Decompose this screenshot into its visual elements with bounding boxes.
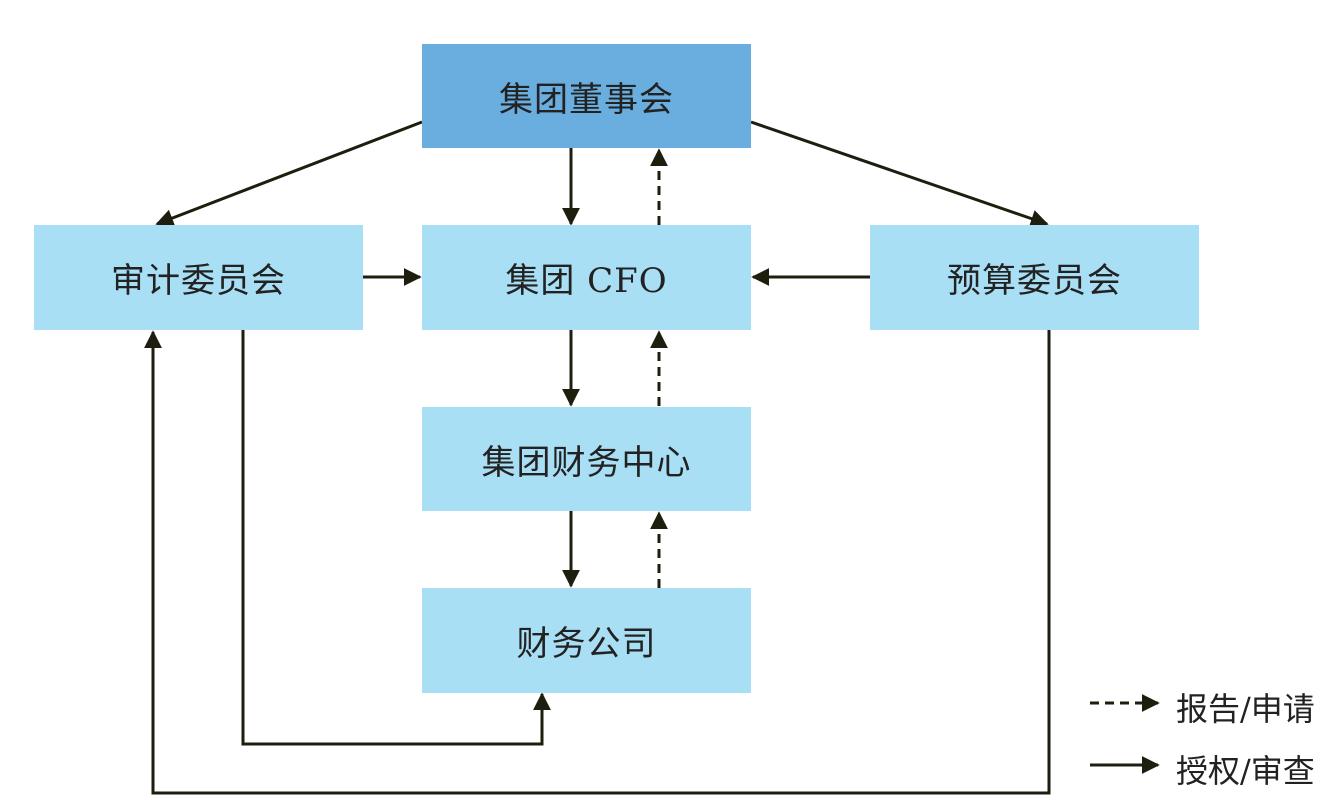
node-budget-committee: 预算委员会 (870, 225, 1199, 330)
node-finance-center-label: 集团财务中心 (481, 442, 692, 483)
node-finance-company: 财务公司 (422, 588, 751, 693)
arrow-budget-to-audit (144, 330, 1051, 795)
node-audit-committee: 审计委员会 (34, 225, 363, 330)
arrow-audit-to-company (241, 330, 551, 746)
node-audit-committee-label: 审计委员会 (111, 261, 286, 301)
node-finance-company-label: 财务公司 (516, 624, 657, 664)
legend-dashed-label: 报告/申请 (1176, 690, 1315, 728)
arrow-board-to-audit (155, 120, 423, 227)
legend-solid-label: 授权/审查 (1176, 752, 1315, 790)
node-group-board-label: 集团董事会 (499, 79, 674, 120)
node-group-cfo: 集团 CFO (422, 225, 751, 330)
node-budget-committee-label: 预算委员会 (947, 261, 1122, 301)
node-group-cfo-label: 集团 CFO (505, 261, 668, 301)
arrow-board-to-budget (750, 120, 1049, 228)
node-finance-center: 集团财务中心 (422, 407, 751, 511)
node-group-board: 集团董事会 (422, 44, 751, 148)
